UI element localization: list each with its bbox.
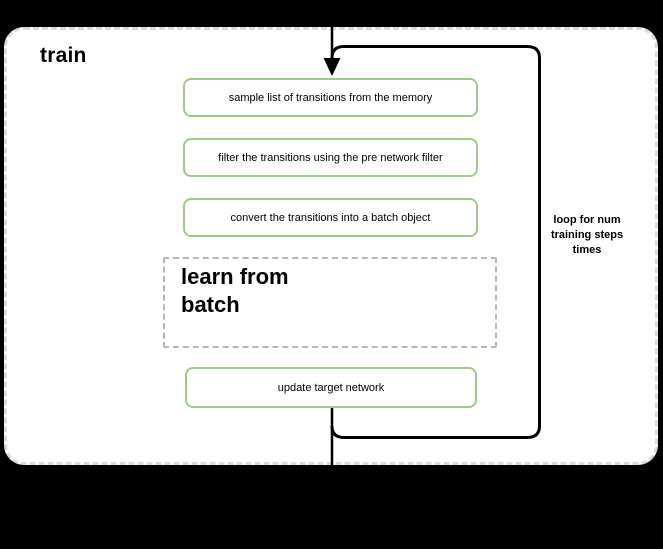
sub-behavior-learn-from-batch: learn from batch (163, 257, 497, 348)
step-update-target-network: update target network (185, 367, 477, 408)
step-sample-transitions: sample list of transitions from the memo… (183, 78, 478, 117)
sub-behavior-label: learn from batch (181, 264, 289, 317)
step-filter-transitions: filter the transitions using the pre net… (183, 138, 478, 177)
train-group-title: train (40, 44, 87, 67)
step-label: convert the transitions into a batch obj… (230, 211, 431, 224)
step-label: update target network (277, 381, 385, 394)
loop-annotation: loop for num training steps times (550, 214, 624, 256)
step-label: filter the transitions using the pre net… (218, 151, 443, 164)
step-convert-to-batch: convert the transitions into a batch obj… (183, 198, 478, 237)
step-label: sample list of transitions from the memo… (228, 91, 433, 104)
